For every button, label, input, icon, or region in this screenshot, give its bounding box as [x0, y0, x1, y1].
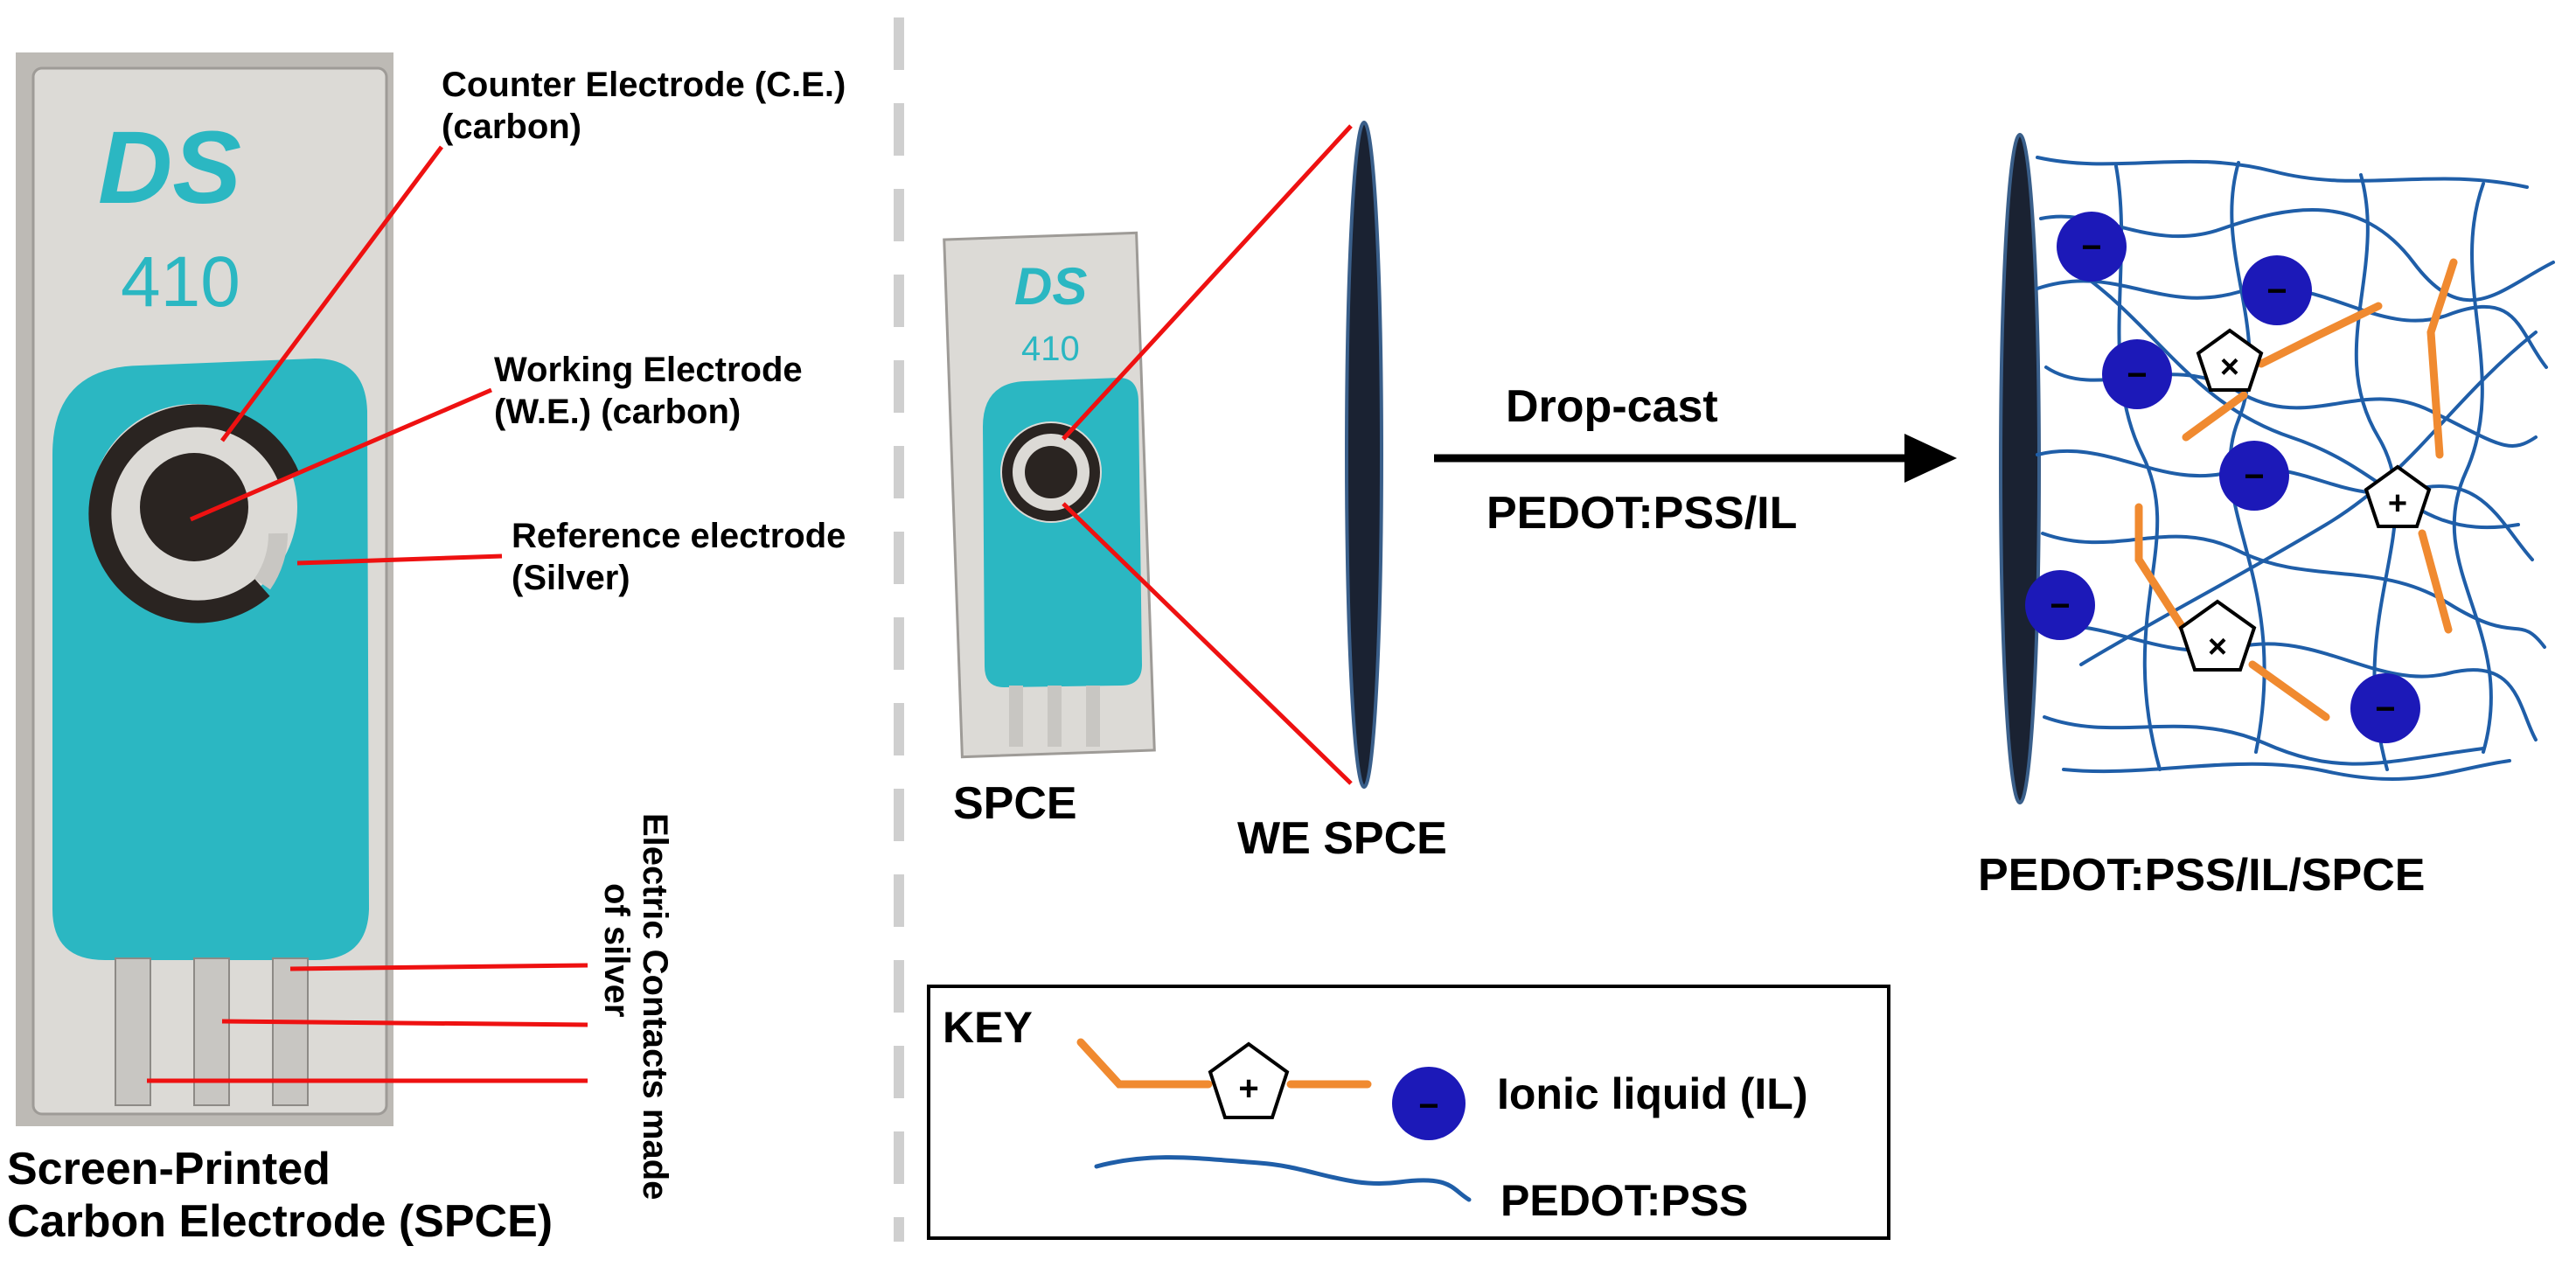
cation-ring: [2364, 464, 2432, 528]
anion: [2242, 255, 2312, 325]
anion: [2057, 212, 2127, 282]
pointer-contact-2: [221, 1019, 588, 1027]
key-legend: KEY + − Ionic liquid (IL) PEDOT:PSS: [927, 985, 1890, 1240]
label-counter-electrode-line2: (carbon): [442, 108, 581, 146]
key-anion-minus: −: [1418, 1087, 1438, 1125]
label-spce-title-line1: Screen-Printed: [7, 1144, 331, 1194]
pedot-strand: [2043, 715, 2485, 766]
pedot-strand: [2354, 173, 2398, 771]
cation-ring: [2196, 328, 2264, 392]
cation-rings: [2178, 328, 2432, 672]
pedot-strand: [2452, 182, 2493, 754]
label-result: PEDOT:PSS/IL/SPCE: [1978, 850, 2425, 901]
pedot-strand: [2062, 261, 2520, 530]
cation-cross: ×: [2208, 629, 2227, 665]
modified-electrode: − − − − − − × + ×: [1999, 133, 2555, 804]
reference-electrode-arc: [254, 533, 289, 590]
anion: [2025, 570, 2095, 640]
label-spce: SPCE: [953, 778, 1077, 829]
small-contact-1: [1009, 686, 1023, 747]
pedot-strand: [2079, 331, 2538, 666]
silver-contact-1: [115, 957, 151, 1106]
spce-photo: DS 410: [16, 52, 393, 1126]
key-pedot-line: [1094, 1155, 1472, 1202]
key-ionic-liquid-label: Ionic liquid (IL): [1497, 1069, 1808, 1118]
key-cation-plus: +: [1238, 1069, 1258, 1108]
key-cation-tail-left: [1076, 1038, 1213, 1089]
anion: [2350, 673, 2420, 743]
label-reference-electrode-line2: (Silver): [512, 559, 630, 597]
small-spce: DS 410: [943, 231, 1156, 759]
anion-group: [2025, 212, 2420, 743]
brand-text: DS: [98, 110, 241, 226]
anion-minus: −: [2266, 272, 2287, 310]
key-cation-ring: [1208, 1041, 1290, 1119]
small-contact-3: [1086, 686, 1100, 747]
we-disc-edge: [1345, 121, 1383, 789]
label-we-spce: WE SPCE: [1237, 813, 1447, 864]
cation-signs: × + ×: [2208, 349, 2407, 665]
photo-pointer-lines: [147, 145, 588, 1083]
process-arrow-head: [1904, 434, 1957, 483]
label-working-electrode-line1: Working Electrode: [494, 351, 803, 389]
key-title: KEY: [943, 1003, 1033, 1052]
anion-minus: −: [2081, 228, 2101, 267]
anion-minus: −: [2244, 457, 2264, 496]
pointer-working-electrode: [190, 387, 492, 522]
working-electrode-disc: [140, 453, 248, 561]
pedot-strand: [2036, 279, 2548, 369]
pedot-strand: [2036, 449, 2534, 561]
small-model-text: 410: [1021, 330, 1080, 368]
pedot-strand: [2036, 624, 2538, 741]
silver-contact-2: [193, 957, 230, 1106]
label-electric-contacts-line1: Electric Contacts made: [636, 813, 674, 1200]
modified-we-disc: [1999, 133, 2041, 804]
cation-tail: [2257, 302, 2383, 368]
cation-tail: [2426, 258, 2458, 459]
cation-tail: [2134, 503, 2194, 643]
label-counter-electrode-line1: Counter Electrode (C.E.): [442, 66, 846, 104]
pedot-strand: [2062, 759, 2511, 781]
key-pedot-label: PEDOT:PSS: [1500, 1176, 1748, 1225]
pedot-strand: [2228, 161, 2266, 754]
cation-tail: [2418, 529, 2453, 634]
label-electric-contacts-line2: of silver: [597, 883, 636, 1017]
cation-tails: [2134, 258, 2458, 721]
label-working-electrode-line2: (W.E.) (carbon): [494, 393, 741, 431]
cation-cross: ×: [2220, 349, 2239, 386]
small-working-disc: [1025, 446, 1077, 498]
model-text: 410: [121, 242, 240, 322]
pointer-reference-electrode: [296, 553, 503, 566]
cation-plus: +: [2388, 485, 2407, 522]
small-brand-text: DS: [1014, 257, 1087, 316]
pedot-strand: [2036, 156, 2529, 189]
silver-contact-3: [272, 957, 309, 1106]
anion-minus: −: [2050, 587, 2070, 625]
cation-ring: [2178, 599, 2257, 672]
anion: [2102, 339, 2172, 409]
pedot-strand: [2041, 532, 2546, 649]
cation-tail: [2248, 660, 2330, 721]
anion-minus: −: [2127, 356, 2147, 394]
label-electric-contacts: Electric Contacts made of silver: [597, 813, 674, 1200]
cation-tail: [2182, 391, 2248, 442]
pedot-strand: [2039, 208, 2555, 303]
label-reference-electrode-line1: Reference electrode: [512, 517, 846, 555]
small-contact-2: [1048, 686, 1062, 747]
zoom-line-bottom: [1062, 502, 1353, 785]
anion-signs: − − − − − −: [2050, 228, 2395, 728]
anion-minus: −: [2375, 690, 2395, 728]
pointer-contact-1: [289, 963, 588, 971]
key-anion-circle: [1392, 1067, 1466, 1140]
pointer-counter-electrode: [219, 145, 444, 442]
small-counter-ring: [1002, 423, 1100, 521]
label-drop-cast: Drop-cast: [1506, 381, 1718, 432]
label-pedot-pss-il: PEDOT:PSS/IL: [1486, 488, 1797, 539]
anion: [2219, 441, 2289, 511]
zoom-line-top: [1062, 124, 1353, 441]
label-spce-title-line2: Carbon Electrode (SPCE): [7, 1196, 553, 1247]
